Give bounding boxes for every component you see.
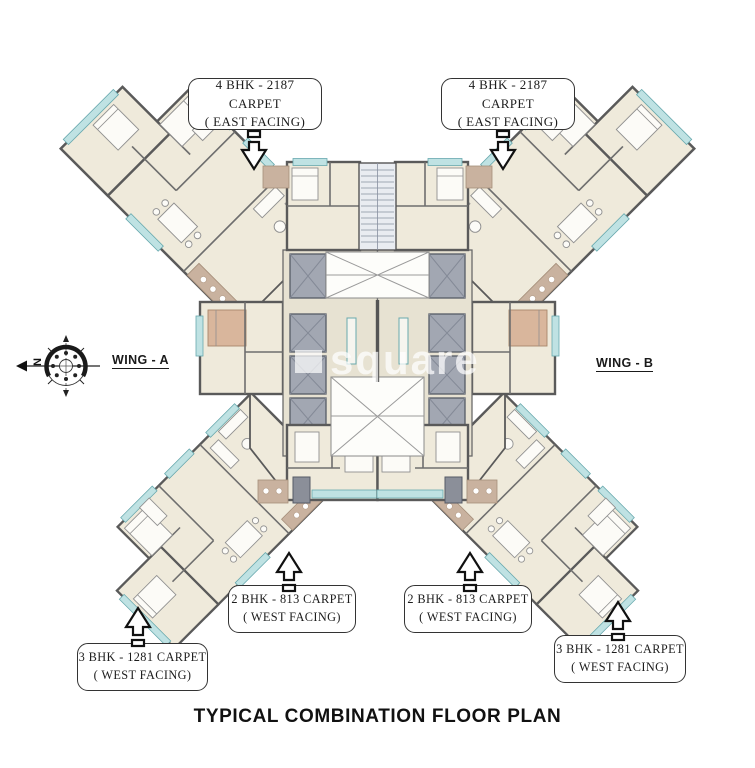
label-2bhk-right: 2 BHK - 813 CARPET ( WEST FACING): [404, 585, 532, 633]
down-arrow-icon: [236, 129, 272, 173]
label-2bhk-right-line2: ( WEST FACING): [419, 610, 517, 624]
compass-north-label: N: [32, 358, 44, 366]
label-4bhk-right-line2: ( EAST FACING): [457, 114, 559, 130]
label-3bhk-left-line1: 3 BHK - 1281 CARPET: [78, 650, 207, 665]
label-3bhk-right-line1: 3 BHK - 1281 CARPET: [556, 642, 684, 657]
wing-b-label: WING - B: [596, 356, 654, 372]
label-2bhk-left-line1: 2 BHK - 813 CARPET: [231, 592, 353, 607]
label-4bhk-left: 4 BHK - 2187 CARPET ( EAST FACING): [188, 76, 322, 130]
label-4bhk-right: 4 BHK - 2187 CARPET ( EAST FACING): [441, 76, 575, 130]
compass-icon: N: [16, 335, 100, 397]
watermark: square: [295, 336, 480, 383]
up-arrow-icon: [120, 604, 156, 648]
watermark-text: square: [330, 336, 480, 383]
label-3bhk-right-line2: ( WEST FACING): [571, 660, 669, 674]
label-3bhk-left: 3 BHK - 1281 CARPET ( WEST FACING): [77, 643, 208, 691]
up-arrow-icon: [452, 549, 488, 593]
up-arrow-icon: [271, 549, 307, 593]
label-4bhk-left-line2: ( EAST FACING): [204, 114, 306, 130]
label-2bhk-right-line1: 2 BHK - 813 CARPET: [407, 592, 529, 607]
label-3bhk-right: 3 BHK - 1281 CARPET ( WEST FACING): [554, 635, 686, 683]
label-4bhk-left-line1: 4 BHK - 2187 CARPET: [215, 76, 295, 111]
page-title: TYPICAL COMBINATION FLOOR PLAN: [193, 706, 562, 727]
label-4bhk-right-line1: 4 BHK - 2187 CARPET: [468, 76, 548, 111]
wing-a-label: WING - A: [112, 353, 169, 369]
up-arrow-icon: [600, 598, 636, 642]
label-3bhk-left-line2: ( WEST FACING): [93, 668, 192, 682]
down-arrow-icon: [485, 129, 521, 173]
label-2bhk-left-line2: ( WEST FACING): [243, 610, 341, 624]
